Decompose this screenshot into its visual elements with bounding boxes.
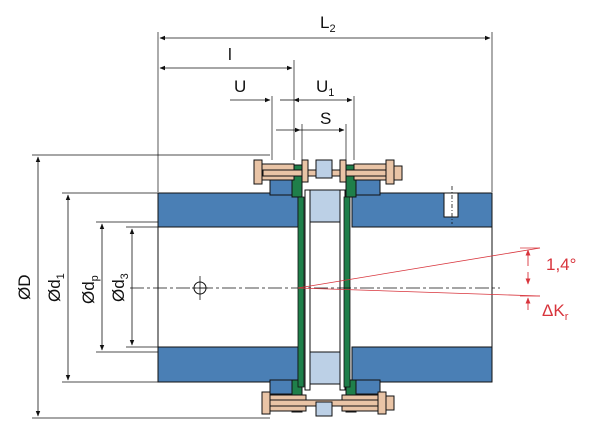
- label-d1: Ød1: [45, 273, 67, 302]
- dim-u: [230, 96, 355, 160]
- label-dkr: ΔKr: [542, 301, 569, 323]
- label-d3: Ød3: [109, 273, 131, 302]
- dim-dp: [96, 221, 158, 353]
- bottom-bolt: [261, 391, 395, 417]
- dim-l2: [157, 32, 493, 192]
- dim-d1: [62, 192, 158, 383]
- label-dp: Ødp: [79, 275, 101, 304]
- bore-outline: [157, 193, 493, 382]
- label-l: l: [228, 45, 232, 64]
- dim-l: [159, 60, 295, 160]
- label-d: ØD: [15, 275, 34, 301]
- label-l2: L2: [320, 13, 336, 35]
- left-hub: [157, 179, 299, 395]
- dim-d3: [126, 226, 158, 348]
- right-hub: [351, 179, 493, 395]
- label-u: U: [234, 77, 246, 96]
- label-u1: U1: [316, 77, 334, 99]
- misalignment-lines: [297, 247, 541, 310]
- dim-s: [276, 124, 347, 160]
- spacer: [304, 189, 346, 391]
- label-angle: 1,4°: [546, 255, 576, 274]
- top-bolt: [253, 159, 403, 185]
- dim-d: [32, 154, 270, 419]
- label-s: S: [320, 109, 331, 128]
